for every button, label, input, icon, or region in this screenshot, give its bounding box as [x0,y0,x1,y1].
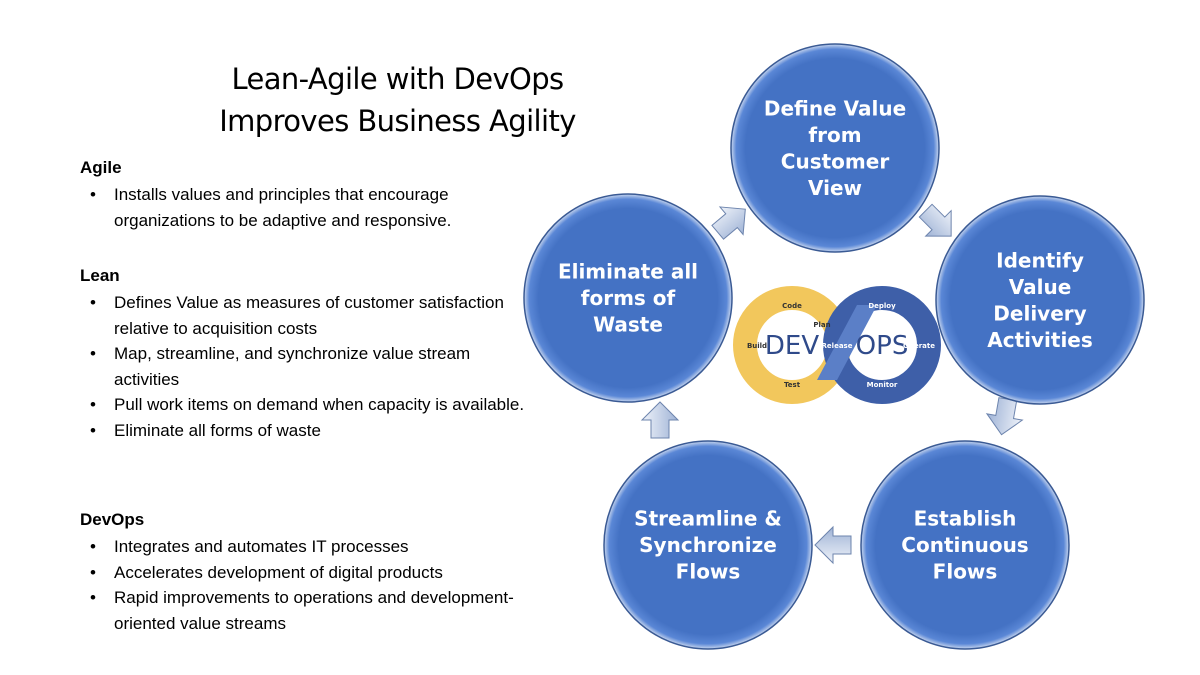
cycle-arrow-icon [918,203,952,237]
step-label-line: Define Value [764,96,906,120]
step-circle [860,440,1070,650]
slide-title: Lean-Agile with DevOps Improves Business… [190,58,605,142]
bullet-item: Pull work items on demand when capacity … [80,392,534,418]
cycle-arrow-icon [711,206,746,240]
step-circle [730,43,940,253]
step-label-line: Continuous [901,533,1028,557]
title-line-1: Lean-Agile with DevOps [231,62,564,96]
step-label-line: Value [1009,275,1072,299]
title-line-2: Improves Business Agility [219,104,576,138]
step-label-line: Synchronize [639,533,777,557]
step-label-line: Streamline & [634,507,782,531]
section-heading: Lean [80,266,120,285]
bullet-item: Eliminate all forms of waste [80,418,534,444]
section-devops: DevOps Integrates and automates IT proce… [80,510,534,636]
cycle-arrow-icon [814,525,852,565]
step-label-line: Eliminate all [558,260,698,284]
bullet-item: Installs values and principles that enco… [80,182,534,233]
step-label-line: Waste [593,313,663,337]
step-circle [935,195,1145,405]
stage-code: Code [782,302,802,310]
step-label-line: Activities [987,328,1093,352]
section-agile: Agile Installs values and principles tha… [80,158,534,233]
dev-label: DEV [765,331,819,361]
section-lean: Lean Defines Value as measures of custom… [80,266,534,443]
devops-loop: DEV OPS Code Plan Build Test Deploy Rele… [733,286,941,404]
cycle-arrow-icon [985,397,1024,436]
step-label-line: forms of [581,286,676,310]
section-heading: Agile [80,158,122,177]
bullet-item: Map, streamline, and synchronize value s… [80,341,534,392]
stage-build: Build [747,342,767,350]
ops-ring [823,286,941,404]
bullet-item: Integrates and automates IT processes [80,534,534,560]
section-heading: DevOps [80,510,145,529]
cycle-arrow-icon [640,401,680,439]
bullet-item: Defines Value as measures of customer sa… [80,290,534,341]
step-label-line: Flows [676,560,741,584]
step-label-line: Identify [996,248,1084,272]
stage-operate: Operate [903,342,935,350]
bullet-item: Accelerates development of digital produ… [80,560,534,586]
stage-test: Test [784,381,801,389]
step-label-line: Customer [781,149,890,173]
ops-label: OPS [856,331,909,361]
step-label-line: Establish [914,507,1017,531]
release-band [817,305,877,380]
stage-release: Release [822,342,853,350]
step-label-line: from [808,123,861,147]
stage-plan: Plan [813,321,830,329]
step-circle [603,440,813,650]
stage-monitor: Monitor [867,381,898,389]
bullet-item: Rapid improvements to operations and dev… [80,585,534,636]
step-label-line: Flows [933,560,998,584]
step-label-line: View [808,176,862,200]
stage-deploy: Deploy [868,302,896,310]
step-circle [523,193,733,403]
step-label-line: Delivery [993,301,1086,325]
